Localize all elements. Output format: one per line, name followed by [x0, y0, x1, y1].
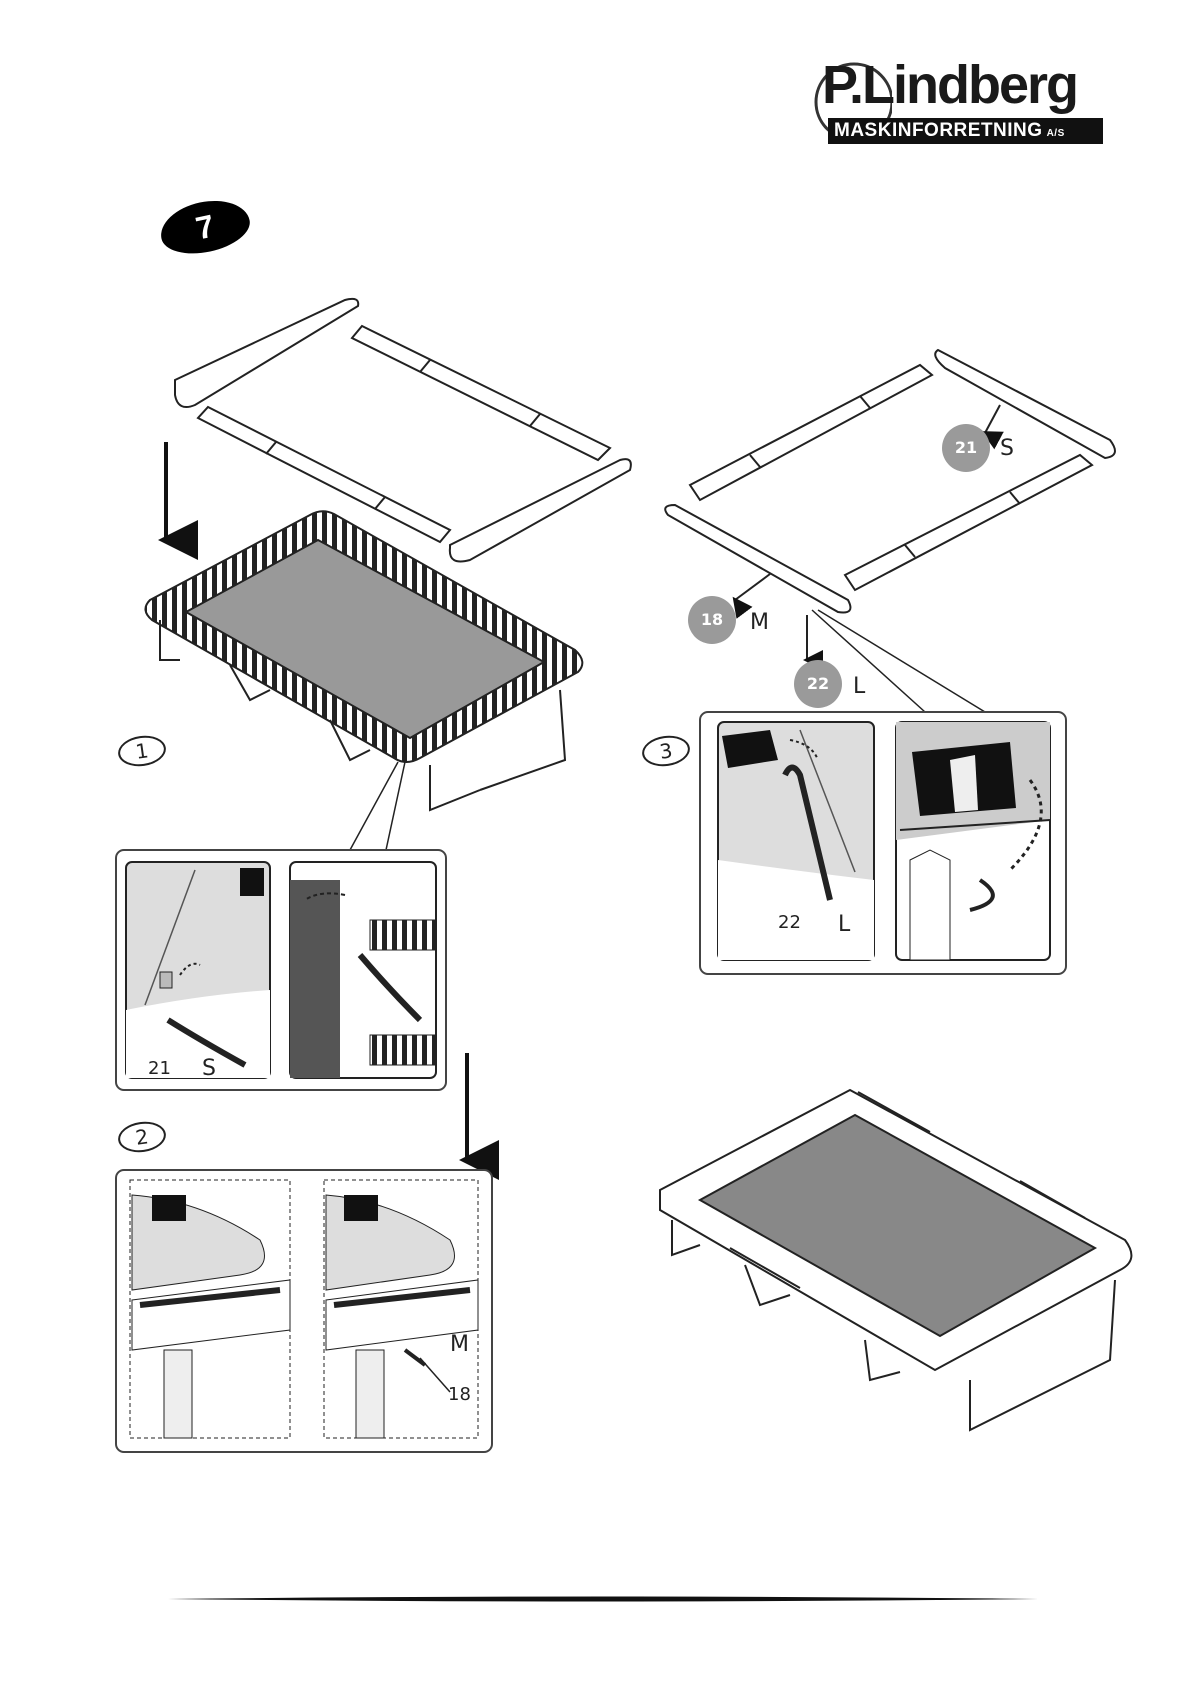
finished-trampoline	[660, 1090, 1131, 1430]
detail-panel-2	[116, 1170, 492, 1452]
detail3-part-label: 22	[778, 912, 801, 933]
detail2-part-label: 18	[448, 1384, 471, 1405]
pad-set-right-exploded	[665, 350, 1115, 613]
detail1-part-label: 21	[148, 1058, 171, 1079]
part-badge-22: 22	[794, 660, 842, 708]
part-badge-21: 21	[942, 424, 990, 472]
detail3-size-label: L	[838, 912, 850, 937]
footer-divider	[168, 1596, 1038, 1602]
part-size-21: S	[1000, 436, 1014, 461]
pad-set-left-exploded	[175, 299, 631, 562]
detail2-size-label: M	[450, 1332, 469, 1357]
trampoline-frame-springs	[145, 511, 582, 810]
part-badge-18: 18	[688, 596, 736, 644]
part-size-22: L	[853, 674, 865, 699]
part-size-18: M	[750, 610, 769, 635]
detail-panel-1	[116, 850, 446, 1090]
detail-panel-3	[700, 712, 1066, 974]
detail1-size-label: S	[202, 1056, 216, 1081]
